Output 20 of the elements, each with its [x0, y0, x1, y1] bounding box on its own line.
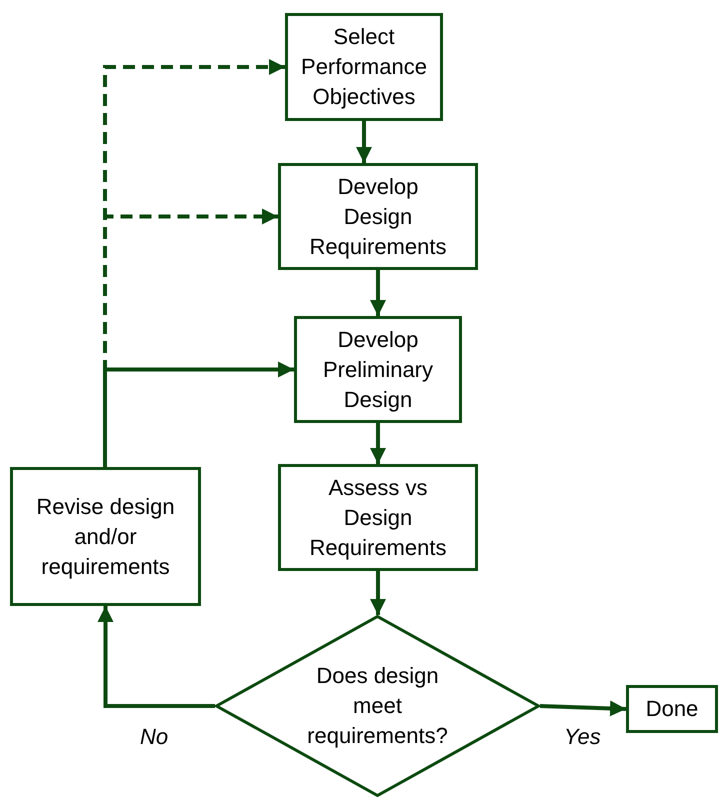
node-text: Revise design and/or requirements	[35, 492, 176, 581]
process-box	[626, 685, 718, 733]
node-text: Develop Preliminary Design	[322, 326, 434, 414]
node-text: Develop Design Requirements	[308, 172, 448, 261]
process-box	[294, 316, 462, 423]
arrow	[370, 270, 386, 316]
node-text: Done	[646, 695, 698, 723]
node-text: Assess vs Design Requirements	[308, 474, 448, 562]
arrow	[370, 423, 386, 464]
arrow	[356, 121, 372, 163]
node-text: Does design meet requirements?	[306, 662, 449, 750]
process-box	[278, 464, 478, 571]
arrow	[370, 571, 386, 615]
arrow	[540, 700, 626, 716]
process-box	[285, 13, 443, 121]
decision-diamond	[215, 615, 540, 797]
process-box	[278, 163, 478, 270]
node-text: Select Performance Objectives	[300, 23, 428, 111]
process-box	[10, 467, 201, 606]
arrow	[98, 606, 215, 708]
